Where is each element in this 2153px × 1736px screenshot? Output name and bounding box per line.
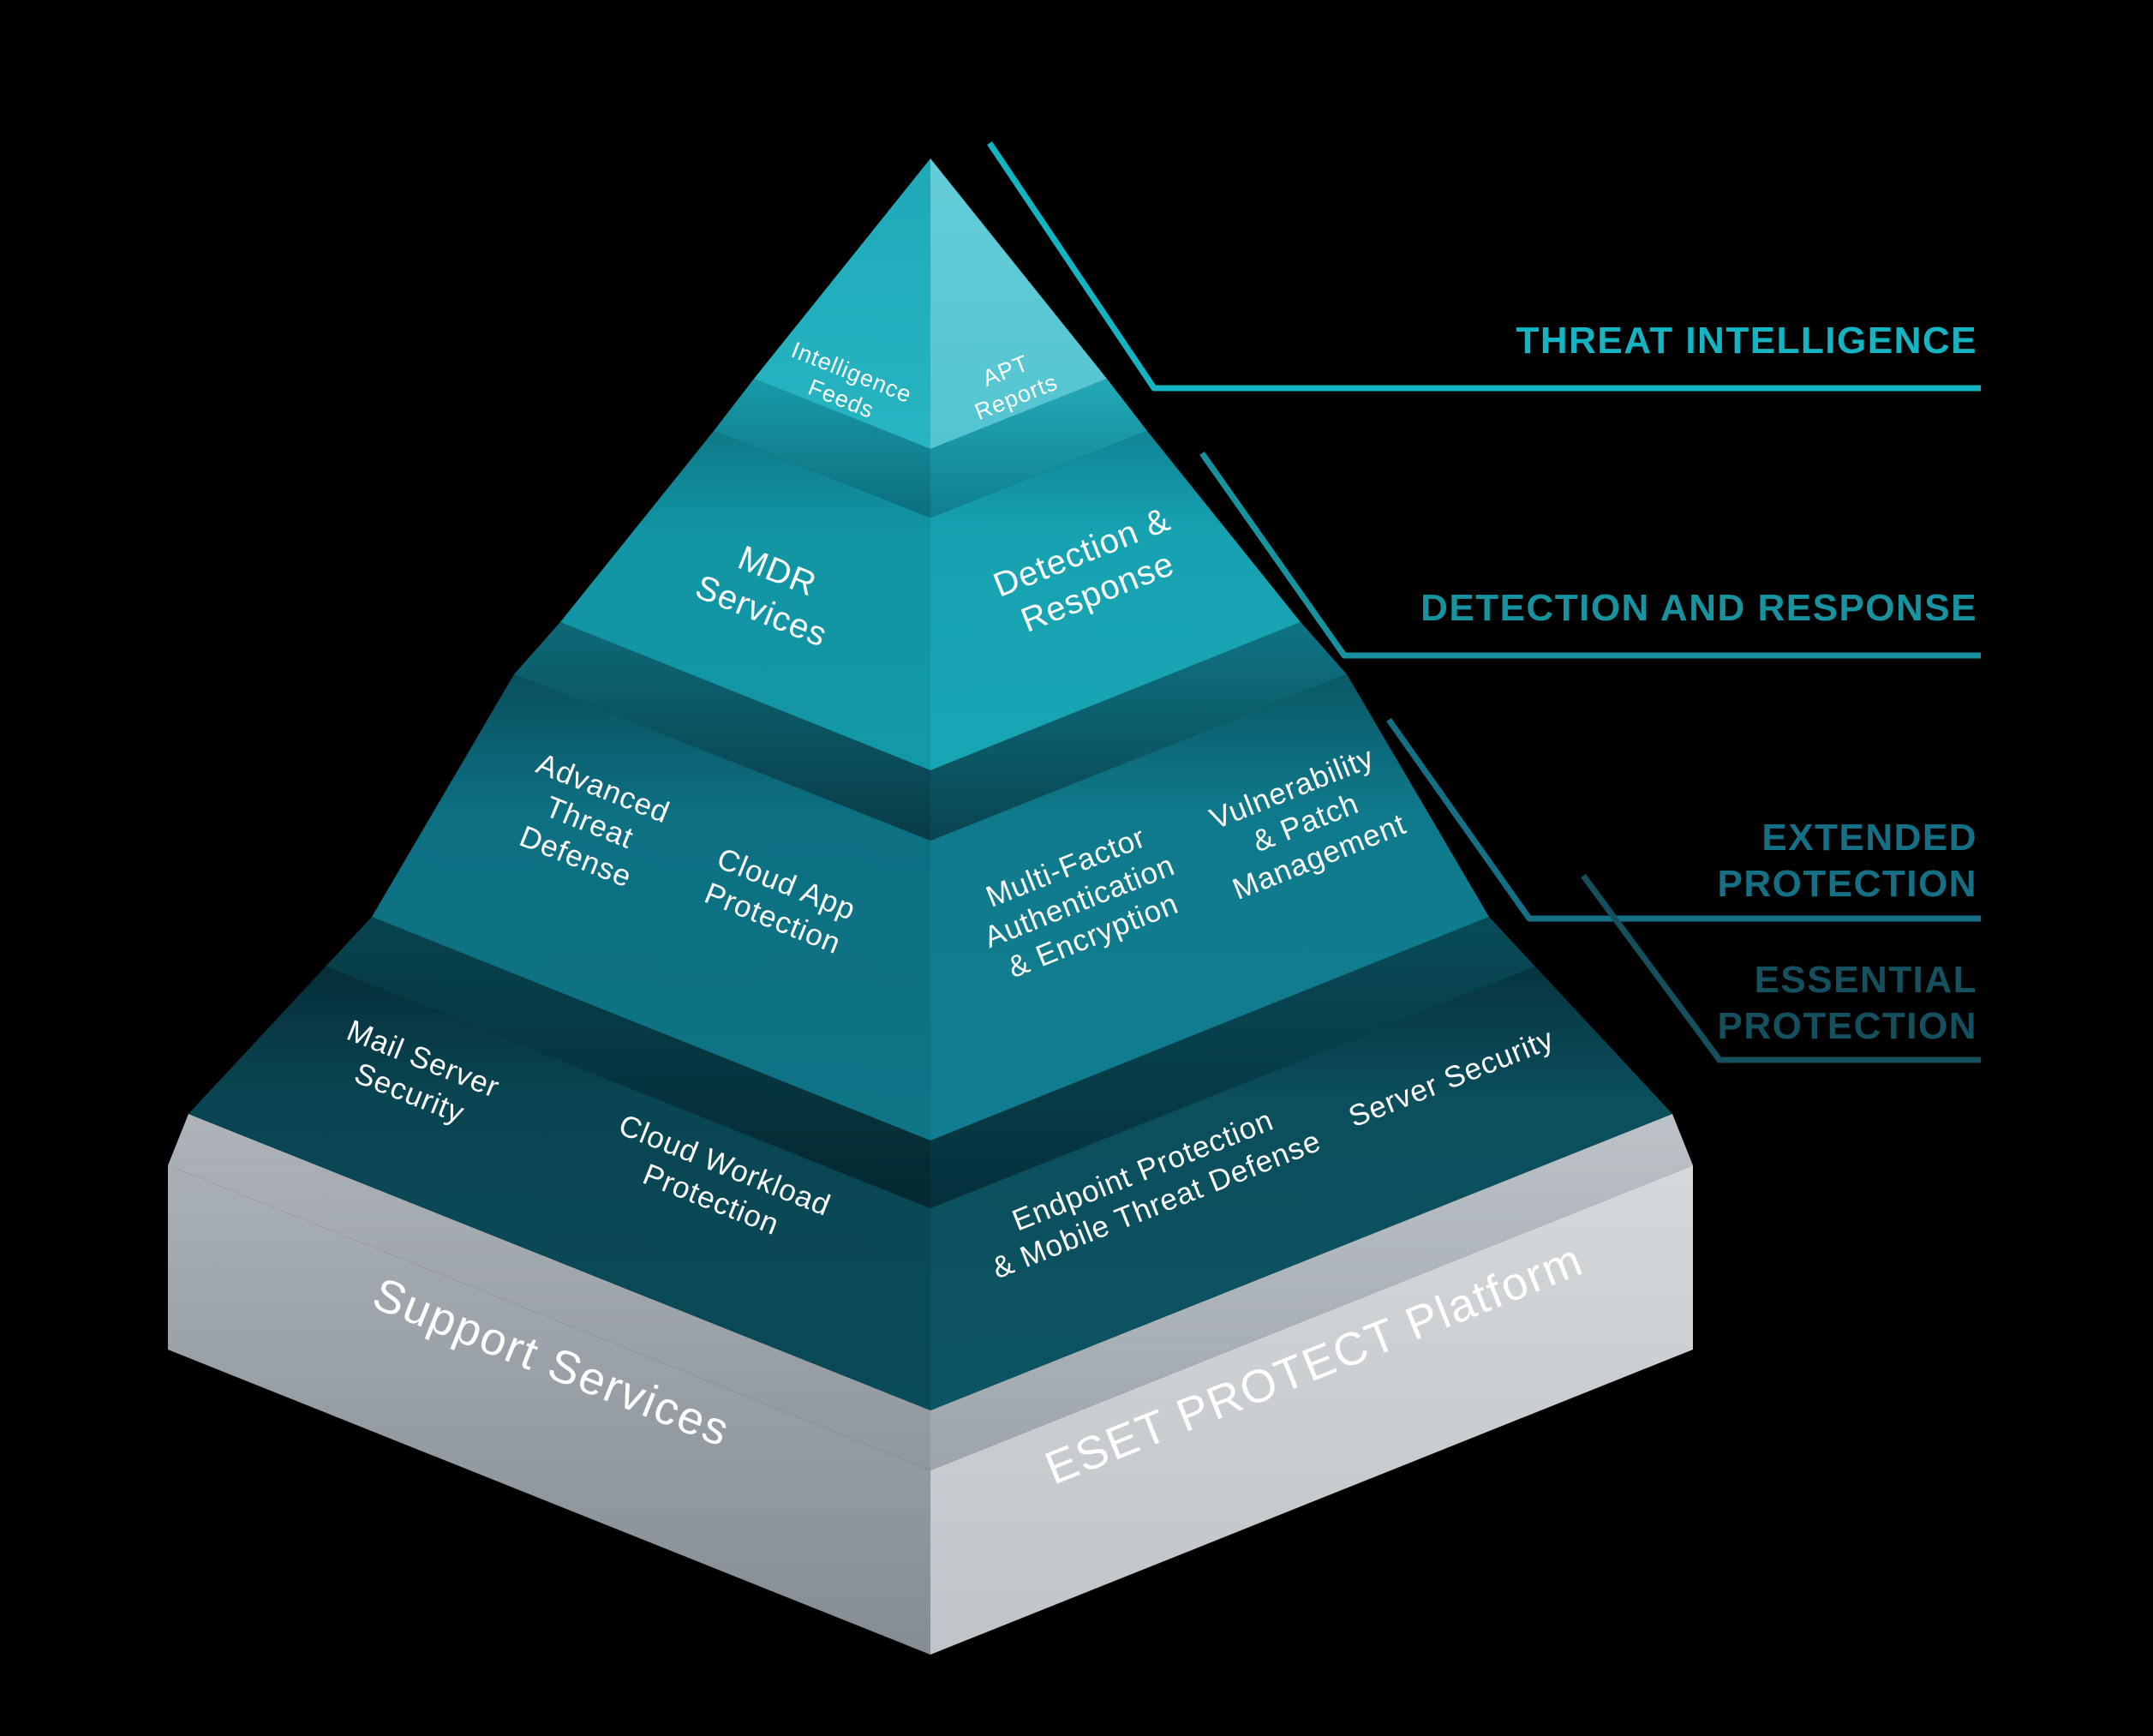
- threat-intelligence-callout-line: [987, 141, 1981, 392]
- callouts: THREAT INTELLIGENCE DETECTION AND RESPON…: [987, 141, 1981, 1063]
- tier3-left-face: [372, 674, 930, 1140]
- essential-protection-category-label-line2: PROTECTION: [1718, 1005, 1977, 1047]
- extended-protection-category-label-line1: EXTENDED: [1761, 817, 1977, 859]
- tier2-left-face: [560, 431, 930, 770]
- base-slab-left-face: [168, 1165, 930, 1655]
- threat-intelligence-category-label: THREAT INTELLIGENCE: [1516, 320, 1977, 362]
- tier2-right-face: [930, 431, 1301, 770]
- detection-response-category-label: DETECTION AND RESPONSE: [1420, 587, 1977, 629]
- base-slab-top-right-band: [930, 1114, 1693, 1470]
- shelf1-right: [930, 379, 1147, 518]
- tier3-right-face: [930, 674, 1489, 1140]
- shelf3-left: [326, 917, 930, 1208]
- tier-extended-protection: Advanced Threat Defense Cloud App Protec…: [372, 674, 1489, 1140]
- base-slab-top-left-band: [168, 1114, 930, 1470]
- shelf1-left: [714, 379, 930, 518]
- extended-protection-callout-line: [1386, 717, 1981, 922]
- detection-response-callout-line: [1199, 451, 1981, 659]
- tier1-right-face: [930, 159, 1107, 449]
- essential-protection-category-label-line1: ESSENTIAL: [1755, 959, 1977, 1001]
- tier-threat-intelligence: Intelligence Feeds APT Reports: [754, 159, 1107, 449]
- tier4-left-face: [188, 967, 930, 1410]
- shelf3-right: [930, 917, 1535, 1208]
- essential-protection-callout-line: [1581, 873, 1981, 1063]
- base-slab-right-face: [930, 1165, 1693, 1655]
- shelf2-right: [930, 622, 1347, 841]
- tier1-left-face: [754, 159, 930, 449]
- tier4-right-face: [930, 967, 1672, 1410]
- shelf2-left: [514, 622, 930, 841]
- tier-detection-and-response: MDR Services Detection & Response: [560, 431, 1301, 770]
- extended-protection-category-label-line2: PROTECTION: [1718, 863, 1977, 905]
